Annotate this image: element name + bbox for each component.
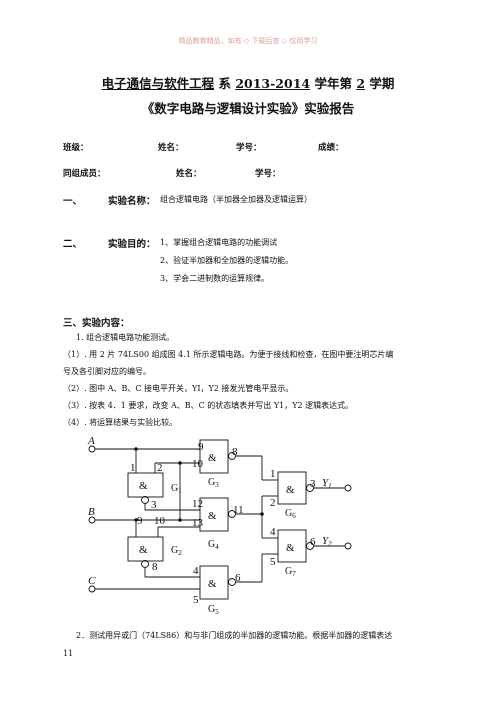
- pin-label: 6: [235, 572, 241, 584]
- pin-label: 13: [192, 517, 204, 529]
- content-line: （3）. 按表 4．1 要求，改变 A、B、C 的状态填表并写出 Y1，Y2 逻…: [63, 401, 354, 410]
- pin-label: 5: [270, 556, 276, 568]
- gate-label-g4: G4: [208, 539, 219, 551]
- section2-number: 二、: [63, 239, 83, 250]
- objective-item: 1、掌握组合逻辑电路的功能调试: [160, 238, 278, 247]
- student-id-label: 学号：: [236, 143, 262, 153]
- pin-label: 9: [137, 515, 143, 527]
- gate-g4-symbol: &: [208, 510, 217, 522]
- pin-label: 10: [192, 458, 204, 470]
- gate-g3: [199, 439, 229, 474]
- gate-g3-symbol: &: [208, 452, 217, 464]
- pin-label: 6: [310, 536, 316, 548]
- content-line: （2）. 图中 A、B、C 接电平开关，YI，Y2 接发光管电平显示。: [63, 384, 294, 393]
- gate-g2-symbol: &: [139, 544, 148, 556]
- section2-label: 实验目的：: [108, 239, 156, 250]
- pin-label: 8: [152, 561, 158, 573]
- member-name-label: 姓名：: [176, 169, 202, 179]
- pin-label: 11: [233, 504, 244, 516]
- gate-label-g3: G3: [208, 477, 219, 489]
- grade-label: 成绩：: [318, 143, 344, 153]
- pin-label: 12: [192, 498, 203, 510]
- gate-g7-bubble: [306, 542, 314, 550]
- input-terminal-a: [88, 445, 96, 453]
- term-number: 2: [356, 76, 366, 91]
- group-members-label: 同组成员：: [63, 169, 106, 179]
- academic-year: 2013-2014: [235, 76, 311, 91]
- output-label-y1: Y1: [322, 477, 332, 490]
- gate-g6-symbol: &: [286, 484, 295, 496]
- pin-label: 10: [154, 515, 166, 527]
- class-label: 班级：: [63, 143, 89, 153]
- gate-g7-symbol: &: [286, 542, 295, 554]
- name-label: 姓名：: [158, 143, 184, 153]
- gate-g5-symbol: &: [208, 578, 217, 590]
- input-label-b: B: [88, 506, 95, 518]
- gate-g4-bubble: [228, 510, 236, 518]
- content-line: 号及各引脚对应的编号。: [63, 367, 151, 376]
- input-label-c: C: [88, 575, 96, 587]
- gate-g5-bubble: [228, 578, 236, 586]
- gate-label-g6: G6: [285, 508, 296, 520]
- output-label-y2: Y2: [322, 535, 332, 548]
- gate-g1-bubble: [141, 496, 149, 504]
- pin-label: 5: [193, 594, 199, 606]
- gate-g4: [199, 497, 229, 532]
- content-line: 1. 组合逻辑电路功能测试。: [76, 333, 175, 342]
- experiment-name: 组合逻辑电路（半加器全加器及逻辑运算）: [160, 195, 312, 204]
- next-task-text: 2．测试用异或门（74LS86）和与非门组成的半加器的逻辑功能。根据半加器的逻辑…: [76, 631, 393, 640]
- watermark: 精品教育精品，如有 ◇ 下载后查 ◇ 仅用学习: [178, 37, 318, 45]
- pin-label: 1: [130, 462, 136, 474]
- pin-label: 1: [270, 468, 276, 480]
- pin-label: 3: [310, 478, 316, 490]
- pin-label: 9: [198, 441, 204, 453]
- pin-label: 4: [270, 526, 276, 538]
- gate-label-g2: G2: [171, 545, 182, 557]
- objective-item: 3、学会二进制数的运算规律。: [160, 274, 270, 283]
- input-terminal-c: [88, 585, 96, 593]
- pin-label: 8: [232, 446, 238, 458]
- pin-label: 3: [151, 499, 157, 511]
- report-header: 电子通信与软件工程 系 2013-2014 学年第 2 学期: [101, 76, 395, 91]
- section1-label: 实验名称：: [108, 196, 156, 207]
- page-number: 11: [63, 649, 74, 658]
- department-name: 电子通信与软件工程: [101, 76, 215, 91]
- member-id-label: 学号：: [255, 169, 281, 179]
- pin-label: 4: [193, 565, 199, 577]
- section1-number: 一、: [63, 196, 83, 207]
- gate-g6-bubble: [306, 484, 314, 492]
- gate-g1: [127, 472, 164, 498]
- gate-g2-bubble: [141, 560, 149, 568]
- input-label-a: A: [87, 435, 95, 447]
- gate-label-g1: G1: [171, 483, 182, 495]
- gate-g3-bubble: [228, 452, 236, 460]
- report-title: 《数字电路与逻辑设计实验》实验报告: [141, 101, 355, 116]
- pin-label: 2: [157, 462, 163, 474]
- gate-g7: [277, 529, 307, 563]
- content-line: （4）. 将运算结果与实验比较。: [63, 418, 178, 427]
- input-terminal-b: [88, 516, 96, 524]
- pin-label: 2: [270, 497, 276, 509]
- output-terminal-y1: [344, 484, 352, 492]
- content-line: （1）. 用 2 片 74LS00 组成图 4.1 所示逻辑电路。为便于接线和检…: [63, 350, 394, 359]
- objective-item: 2、验证半加器和全加器的逻辑功能。: [160, 256, 294, 265]
- section3-label: 三、实验内容：: [63, 318, 130, 329]
- gate-g1-symbol: &: [139, 480, 148, 492]
- gate-label-g7: G7: [285, 566, 296, 578]
- gate-g5: [199, 565, 229, 600]
- gate-label-g5: G5: [208, 604, 219, 616]
- output-terminal-y2: [344, 542, 352, 550]
- gate-g2: [127, 536, 164, 562]
- gate-g6: [277, 471, 307, 505]
